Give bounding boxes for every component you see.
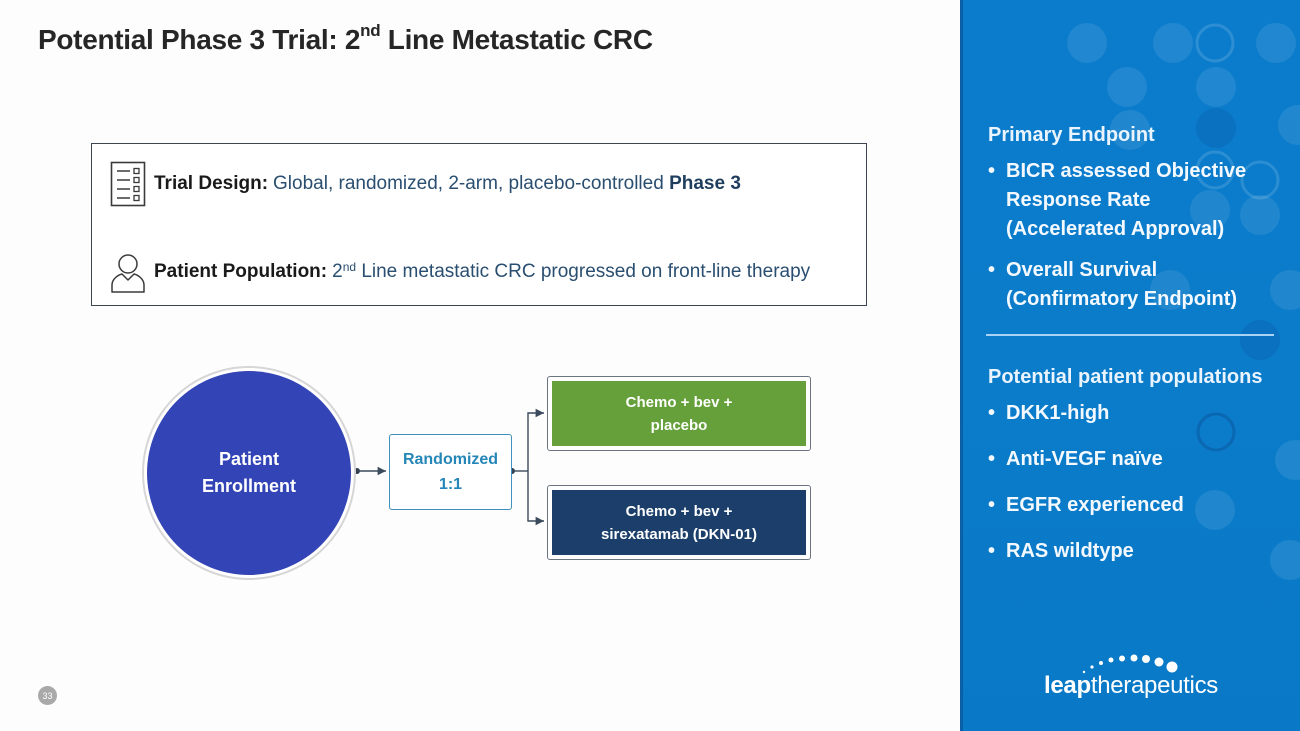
endpoint-bullet: • BICR assessed Objective Response Rate … bbox=[988, 157, 1293, 244]
patient-population-value: 2nd Line metastatic CRC progressed on fr… bbox=[332, 260, 811, 283]
title-text: Potential Phase 3 Trial: 2 bbox=[38, 24, 361, 55]
page-number: 33 bbox=[38, 686, 57, 705]
decorative-bubbles bbox=[1067, 23, 1300, 580]
population-text: EGFR experienced bbox=[1006, 493, 1184, 516]
placebo-arm-box: Chemo + bev + placebo bbox=[552, 381, 806, 446]
population-text-end: Line metastatic CRC progressed on front-… bbox=[356, 261, 811, 282]
population-text-start: 2 bbox=[332, 261, 343, 282]
trial-info-box: Trial Design: Global, randomized, 2-arm,… bbox=[91, 143, 867, 306]
endpoint-text: Overall Survival (Confirmatory Endpoint) bbox=[1006, 259, 1238, 310]
endpoint-text: BICR assessed Objective Response Rate (A… bbox=[1006, 160, 1247, 240]
person-icon bbox=[108, 248, 148, 296]
population-text: Anti-VEGF naïve bbox=[1006, 447, 1163, 470]
checklist-icon bbox=[108, 160, 148, 208]
bullet-dot: • bbox=[988, 447, 996, 470]
random-to-arms-arrows bbox=[509, 408, 544, 526]
endpoint-bullet: • Overall Survival (Confirmatory Endpoin… bbox=[988, 256, 1293, 314]
logo-dots-icon bbox=[1082, 654, 1178, 674]
bullet-dot: • bbox=[988, 401, 996, 424]
primary-endpoint-heading: Primary Endpoint bbox=[988, 124, 1155, 146]
population-text: RAS wildtype bbox=[1006, 539, 1134, 562]
patient-enrollment-node: Patient Enrollment bbox=[142, 366, 356, 580]
population-bullet: • EGFR experienced bbox=[988, 491, 1293, 520]
page-title: Potential Phase 3 Trial: 2nd Line Metast… bbox=[38, 21, 653, 56]
randomization-ratio: 1:1 bbox=[438, 476, 463, 493]
sirexatamab-arm-box: Chemo + bev + sirexatamab (DKN-01) bbox=[552, 490, 806, 555]
enrollment-line2: Enrollment bbox=[201, 476, 296, 496]
sirexatamab-arm-line2: sirexatamab (DKN-01) bbox=[601, 525, 757, 543]
populations-list: • DKK1-high • Anti-VEGF naïve • EGFR exp… bbox=[988, 399, 1293, 566]
title-superscript: nd bbox=[360, 21, 381, 40]
sirexatamab-arm: Chemo + bev + sirexatamab (DKN-01) bbox=[547, 485, 811, 560]
population-text: DKK1-high bbox=[1006, 401, 1110, 424]
panel-edge bbox=[960, 0, 963, 731]
bullet-dot: • bbox=[988, 160, 996, 182]
endpoints-panel: Primary Endpoint • BICR assessed Objecti… bbox=[960, 0, 1300, 731]
placebo-arm: Chemo + bev + placebo bbox=[547, 376, 811, 451]
trial-design-label: Trial Design: bbox=[154, 173, 269, 194]
panel-divider bbox=[986, 334, 1274, 336]
trial-design-phase: Phase 3 bbox=[669, 173, 741, 194]
patient-population-label: Patient Population: bbox=[154, 261, 328, 282]
population-bullet: • DKK1-high bbox=[988, 399, 1293, 428]
company-logo: leaptherapeutics bbox=[1044, 652, 1224, 708]
trial-design-row: Trial Design: Global, randomized, 2-arm,… bbox=[108, 160, 741, 208]
enrollment-line1: Patient bbox=[218, 449, 279, 469]
population-bullet: • RAS wildtype bbox=[988, 537, 1293, 566]
population-bullet: • Anti-VEGF naïve bbox=[988, 445, 1293, 474]
population-superscript: nd bbox=[342, 260, 357, 274]
patient-population-row: Patient Population: 2nd Line metastatic … bbox=[108, 248, 810, 296]
logo-text-bold: leap bbox=[1044, 672, 1091, 699]
randomization-line1: Randomized bbox=[402, 451, 499, 468]
trial-design-value: Global, randomized, 2-arm, placebo-contr… bbox=[273, 173, 741, 195]
placebo-arm-line2: placebo bbox=[650, 416, 708, 434]
bullet-dot: • bbox=[988, 493, 996, 516]
populations-heading: Potential patient populations bbox=[988, 365, 1263, 388]
trial-design-text: Global, randomized, 2-arm, placebo-contr… bbox=[273, 173, 664, 194]
patient-enrollment-circle: Patient Enrollment bbox=[147, 371, 351, 575]
enroll-to-random-arrow bbox=[354, 466, 386, 476]
logo-text-light: therapeutics bbox=[1090, 672, 1218, 699]
randomization-node: Randomized 1:1 bbox=[389, 434, 512, 510]
bullet-dot: • bbox=[988, 259, 996, 281]
bullet-dot: • bbox=[988, 539, 996, 562]
panel-content: Primary Endpoint • BICR assessed Objecti… bbox=[986, 124, 1293, 583]
logo-text: leaptherapeutics bbox=[1044, 672, 1218, 700]
placebo-arm-line1: Chemo + bev + bbox=[625, 393, 733, 411]
sirexatamab-arm-line1: Chemo + bev + bbox=[625, 502, 733, 520]
title-text-end: Line Metastatic CRC bbox=[380, 24, 653, 55]
